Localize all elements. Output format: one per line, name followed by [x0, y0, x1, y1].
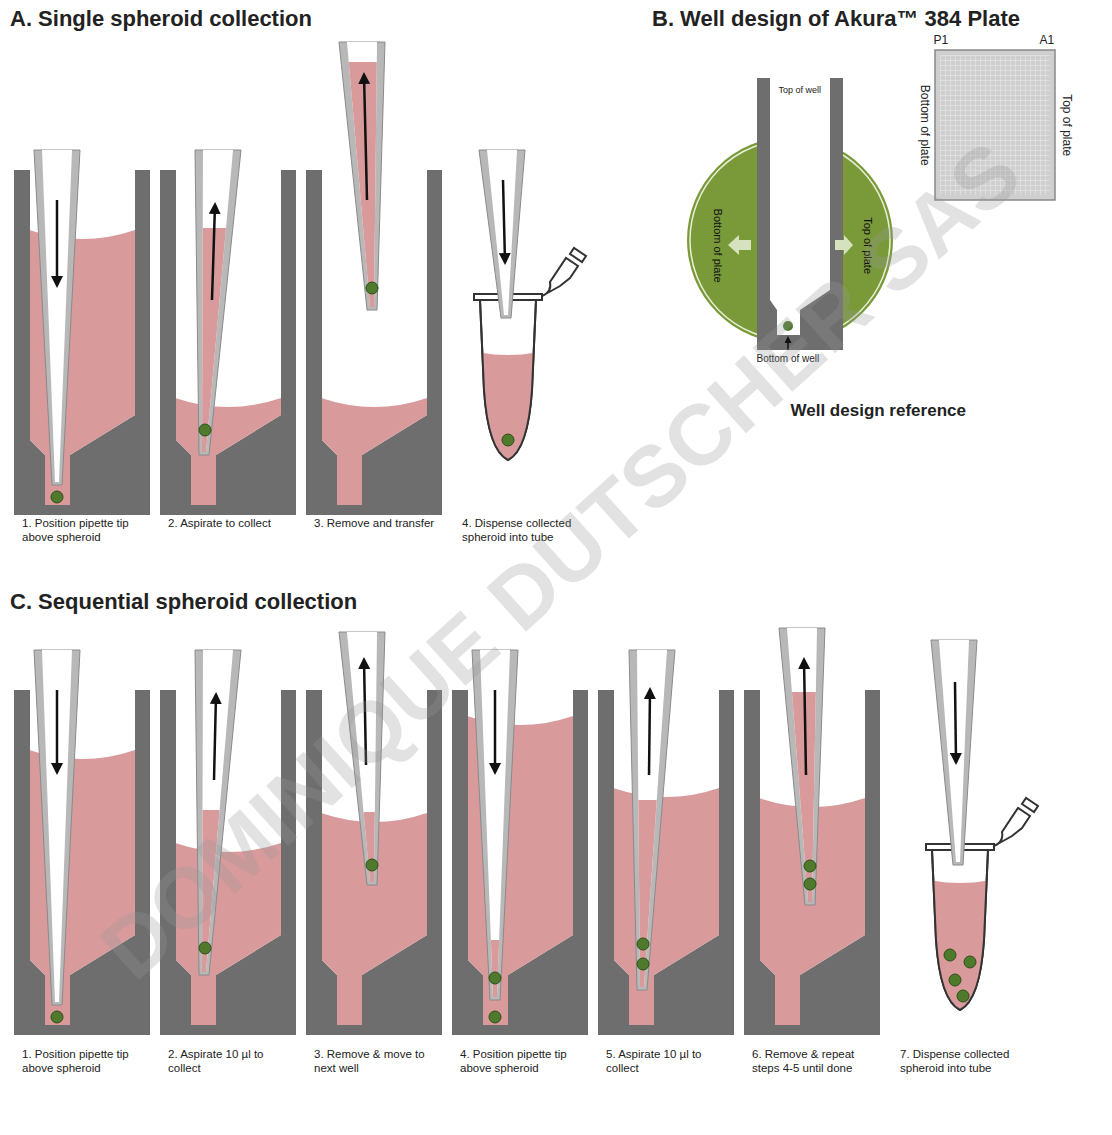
- well-position: A1: [1040, 33, 1055, 47]
- spheroid: [637, 938, 649, 950]
- direction-arrow: [955, 682, 956, 762]
- step-caption: 6. Remove & repeat steps 4-5 until done: [752, 1048, 878, 1076]
- spheroid: [783, 321, 793, 331]
- pipette-bore: [42, 650, 72, 1002]
- pipette-bore: [487, 150, 517, 315]
- pipette-bore: [42, 150, 72, 482]
- culture-medium: [598, 782, 734, 1035]
- well-label: Top of well: [779, 85, 822, 96]
- well-design-circle: Bottom of plate Top of plate: [687, 137, 893, 343]
- spheroid: [637, 958, 649, 970]
- direction-arrow: [214, 695, 216, 780]
- direction-arrow: [503, 180, 505, 262]
- culture-medium: [306, 392, 442, 515]
- direction-arrow: [649, 690, 650, 775]
- panel-heading: B. Well design of Akura™ 384 Plate: [652, 6, 1020, 32]
- spheroid: [944, 949, 956, 961]
- direction-arrow: [56, 690, 59, 772]
- pipette-tip: [339, 632, 385, 885]
- pipette-tip: [479, 150, 525, 318]
- orientation-label: Bottom of plate: [710, 208, 723, 282]
- spheroid: [199, 424, 211, 436]
- plate-orientation: Bottom of plate: [917, 85, 931, 166]
- culture-medium: [160, 392, 296, 515]
- spheroid: [489, 1011, 501, 1023]
- spheroid: [964, 956, 976, 968]
- plate-orientation: Top of plate: [1060, 94, 1074, 156]
- step-caption: 5. Aspirate 10 µl to collect: [606, 1048, 732, 1076]
- tube-cap: [542, 258, 578, 296]
- step-caption: 3. Remove & move to next well: [314, 1048, 440, 1076]
- aspirated-medium: [164, 228, 244, 455]
- culture-medium: [306, 807, 442, 1035]
- spheroid: [366, 859, 378, 871]
- well-wall: [14, 170, 150, 515]
- tube-cap-plug: [570, 248, 586, 262]
- well-label: Bottom of well: [757, 353, 820, 365]
- tube-outline: [932, 850, 988, 1010]
- step-caption: 1. Position pipette tip above spheroid: [22, 1048, 148, 1076]
- culture-medium: [452, 710, 588, 1035]
- plate-outline: [935, 50, 1055, 200]
- panel-heading: A. Single spheroid collection: [10, 6, 312, 32]
- spheroid: [51, 491, 63, 503]
- culture-medium: [14, 744, 150, 1035]
- tube-outline: [480, 300, 536, 460]
- step-caption: 4. Position pipette tip above spheroid: [460, 1048, 586, 1076]
- spheroid: [949, 974, 961, 986]
- spheroid: [957, 990, 969, 1002]
- well-wall: [14, 690, 150, 1035]
- spheroid: [804, 860, 816, 872]
- step-caption: 3. Remove and transfer: [314, 517, 442, 531]
- orientation-label: Top of plate: [860, 217, 873, 274]
- aspirated-medium: [455, 940, 535, 1000]
- direction-arrow: [494, 690, 497, 772]
- aspirated-medium: [770, 692, 850, 905]
- step-caption: 2. Aspirate to collect: [168, 517, 296, 531]
- plate-wells: [940, 55, 1050, 195]
- spheroid: [502, 434, 514, 446]
- pipette-tip: [34, 150, 80, 485]
- well-wall: [452, 690, 588, 1035]
- aspirated-medium: [602, 800, 682, 990]
- spheroid: [51, 1011, 63, 1023]
- tube-medium: [930, 880, 990, 1020]
- watermark: DOMINIQUE DUTSCHER SAS: [80, 121, 1040, 1000]
- spheroid: [804, 878, 816, 890]
- spheroid: [489, 972, 501, 984]
- well-wall: [744, 690, 880, 1035]
- direction-arrow: [364, 75, 367, 200]
- step-caption: 2. Aspirate 10 µl to collect: [168, 1048, 294, 1076]
- step-caption: 7. Dispense collected spheroid into tube: [900, 1048, 1050, 1076]
- orientation-arrow: [835, 235, 853, 255]
- direction-arrow: [364, 660, 366, 765]
- step-caption: 1. Position pipette tip above spheroid: [22, 517, 150, 545]
- pipette-tip: [931, 640, 977, 865]
- step-caption: 4. Dispense collected spheroid into tube: [462, 517, 602, 545]
- culture-medium: [14, 224, 150, 515]
- aspirated-medium: [164, 810, 244, 975]
- aspirated-medium: [332, 62, 412, 310]
- direction-arrow: [212, 205, 215, 300]
- direction-arrow: [804, 660, 806, 775]
- well-position: P1: [934, 33, 949, 47]
- spheroid: [199, 942, 211, 954]
- tube-cap: [994, 808, 1030, 846]
- direction-arrow: [56, 200, 59, 285]
- culture-medium: [160, 837, 296, 1035]
- tube-cap-plug: [1022, 798, 1038, 812]
- pipette-tip: [34, 650, 80, 1005]
- figure-caption: Well design reference: [791, 401, 966, 421]
- well-cavity: [770, 78, 830, 335]
- spheroid: [366, 282, 378, 294]
- well-wall: [757, 78, 843, 350]
- orientation-arrow: [728, 235, 751, 255]
- pipette-bore: [939, 640, 969, 862]
- panel-heading: C. Sequential spheroid collection: [10, 589, 357, 615]
- aspirated-medium: [332, 812, 412, 885]
- bottom-pointer: [787, 338, 789, 350]
